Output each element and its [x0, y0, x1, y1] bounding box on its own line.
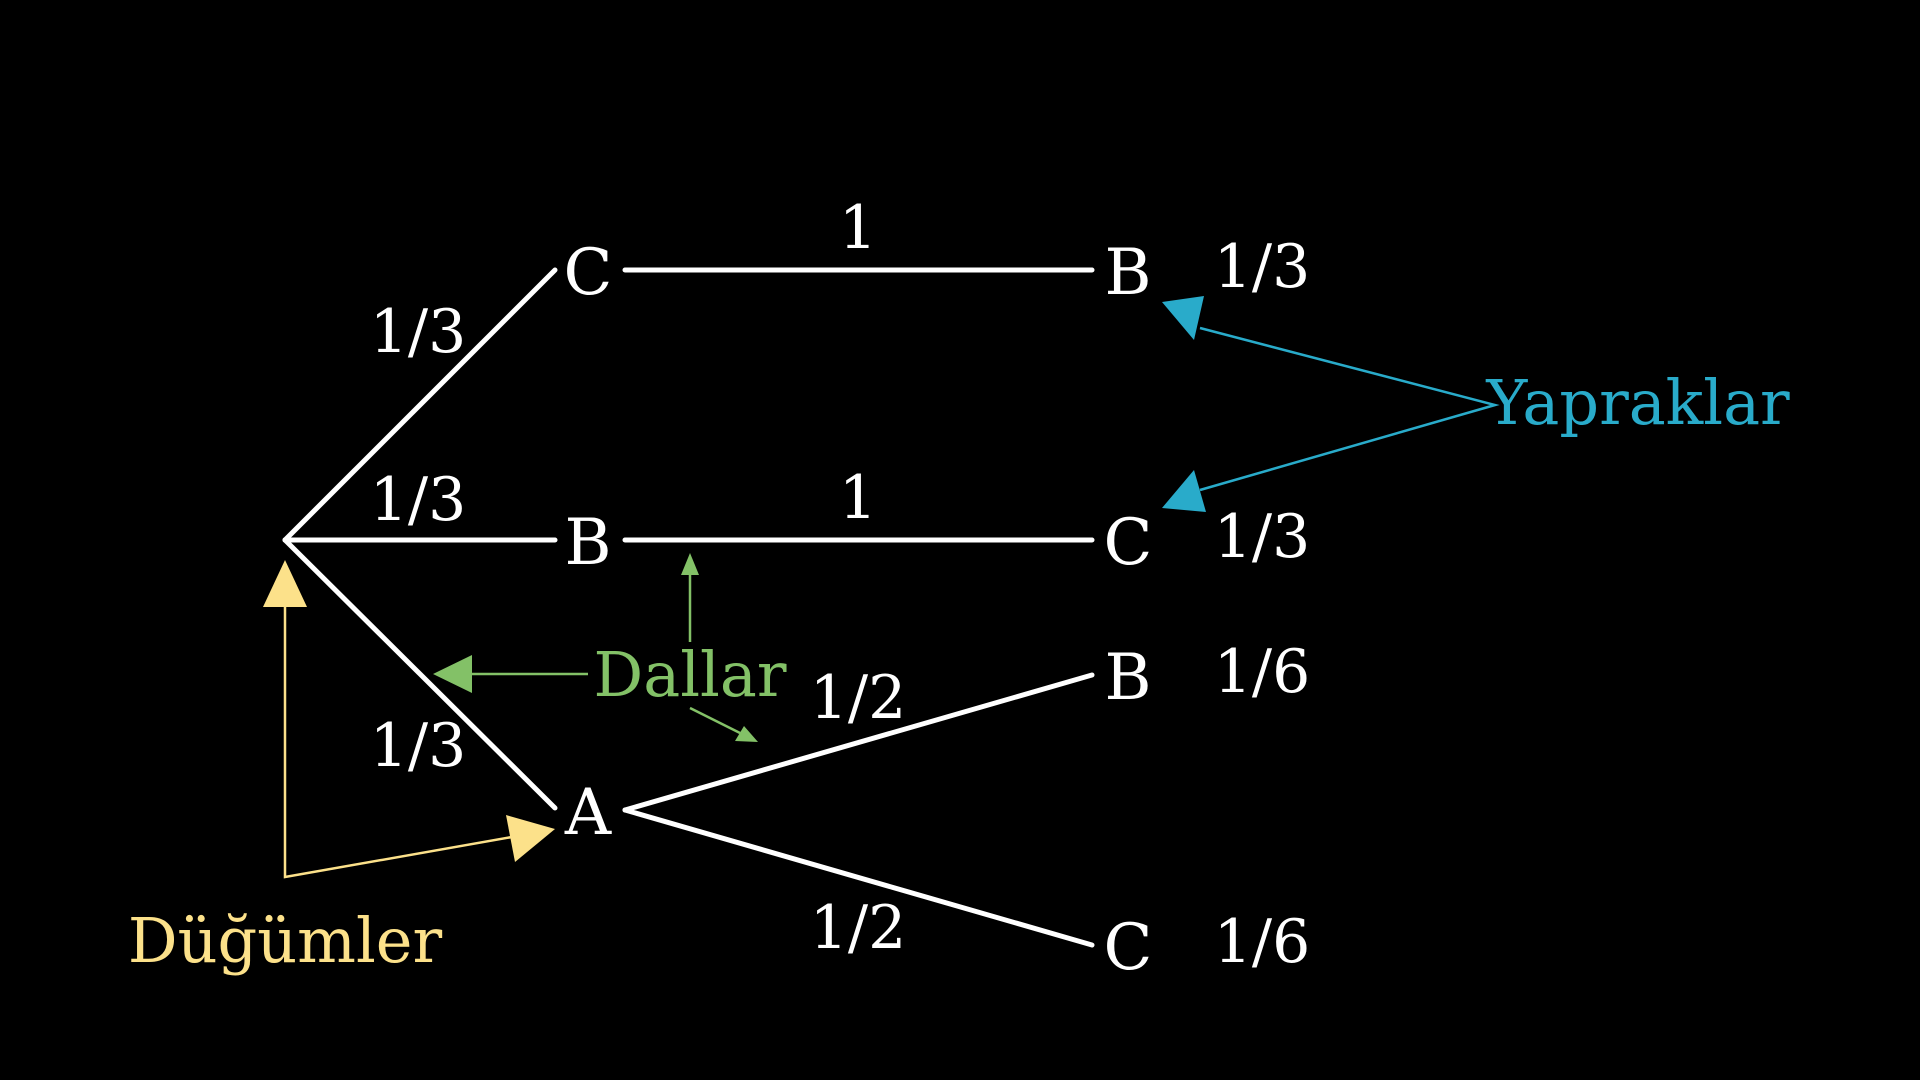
leaf-c-bottom: C	[1104, 911, 1153, 985]
branches-arrowhead-diag	[735, 726, 758, 742]
leaves-annotation: Yapraklar	[1162, 296, 1790, 512]
branch-a-to-c	[622, 807, 1095, 948]
nodes-arrowhead-right	[506, 815, 555, 862]
leaf-prob-ac: 1/6	[1214, 907, 1311, 977]
branch-a-to-b	[622, 672, 1095, 813]
branch-root-to-c	[282, 267, 558, 543]
leaf-b-top: B	[1104, 236, 1151, 310]
leaves-pointer-line	[1199, 326, 1500, 492]
leaves-arrowhead-bottom	[1162, 470, 1206, 512]
prob-root-to-a: 1/3	[370, 711, 467, 781]
leaf-b-third: B	[1104, 641, 1151, 715]
prob-a-to-c: 1/2	[810, 893, 907, 963]
node-a-level1: A	[564, 776, 612, 850]
nodes-annotation: Düğümler	[128, 560, 555, 977]
prob-root-to-c: 1/3	[370, 297, 467, 367]
branch-root-to-a	[282, 537, 558, 811]
branches-arrowhead-up	[681, 553, 699, 575]
node-c-level1: C	[564, 236, 613, 310]
prob-c-to-b: 1	[839, 193, 877, 263]
nodes-label: Düğümler	[128, 904, 443, 977]
nodes-pointer-line	[283, 605, 513, 879]
prob-a-to-b: 1/2	[810, 663, 907, 733]
prob-root-to-b: 1/3	[370, 465, 467, 535]
leaves-arrowhead-top	[1162, 296, 1204, 340]
leaf-probabilities: 1/3 1/3 1/6 1/6	[1214, 232, 1311, 977]
node-labels: C B A B C B C	[564, 236, 1153, 985]
prob-b-to-c: 1	[839, 463, 877, 533]
leaf-c-second: C	[1104, 506, 1153, 580]
tree-branches	[282, 267, 1095, 948]
leaf-prob-ab: 1/6	[1214, 637, 1311, 707]
branches-arrowhead-left	[433, 655, 472, 693]
branch-probabilities: 1/3 1/3 1/3 1 1 1/2 1/2	[370, 193, 907, 963]
branches-label: Dallar	[594, 638, 787, 711]
leaf-prob-bc: 1/3	[1214, 502, 1311, 572]
leaf-prob-cb: 1/3	[1214, 232, 1311, 302]
branches-annotation: Dallar	[433, 553, 787, 742]
nodes-arrowhead-up	[263, 560, 307, 607]
branches-pointer-diag	[689, 706, 741, 735]
leaves-label: Yapraklar	[1485, 366, 1790, 439]
node-b-level1: B	[564, 506, 611, 580]
